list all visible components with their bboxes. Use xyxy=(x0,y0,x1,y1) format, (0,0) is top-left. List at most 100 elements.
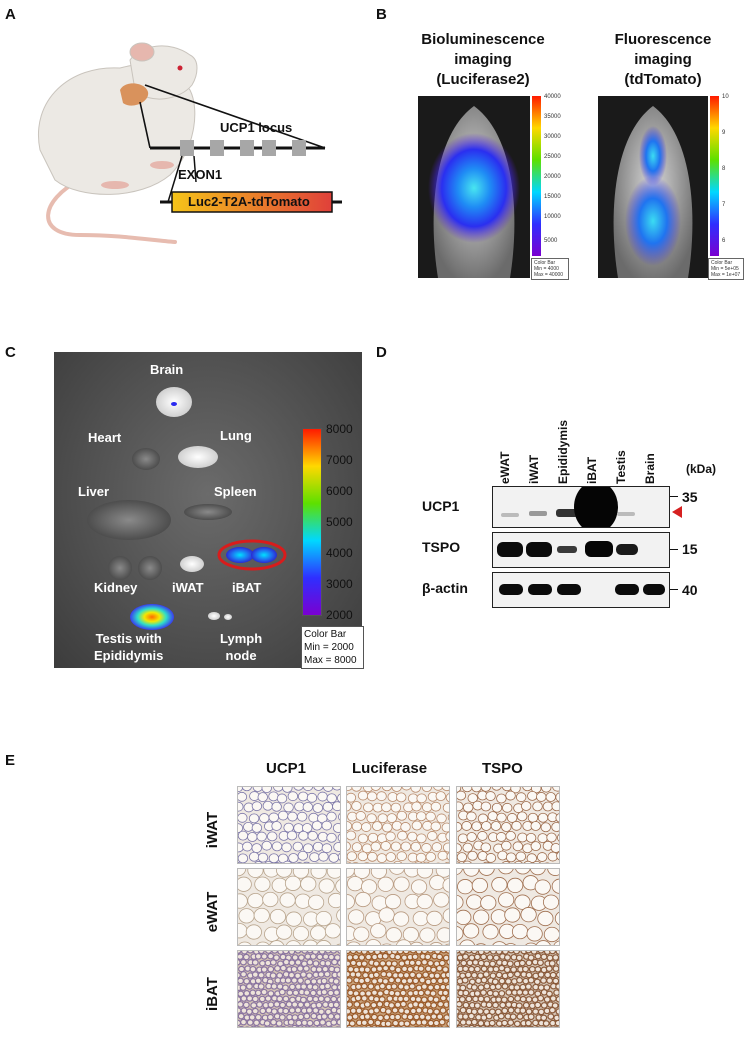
zoom-line-bottom xyxy=(139,101,151,149)
organ-svg xyxy=(87,387,287,630)
bli-legend-line: Color Bar xyxy=(534,260,556,266)
histo-cells xyxy=(457,787,559,863)
ibat-organ-1 xyxy=(226,547,254,563)
organ-label-kidney: Kidney xyxy=(94,580,138,595)
iwat-organ xyxy=(180,556,204,572)
exon-box-2 xyxy=(210,140,224,156)
histo-tile-ewat-luciferase xyxy=(346,868,450,946)
marker-tick-15 xyxy=(670,549,678,550)
panel-label-b: B xyxy=(376,6,387,23)
bli-signal xyxy=(428,133,520,243)
exon1-label: EXON1 xyxy=(178,167,223,182)
mouse-eye xyxy=(177,65,183,71)
organ-label-lung: Lung xyxy=(220,428,252,443)
blot-row-label-tspo: TSPO xyxy=(422,539,461,555)
exon-box-3 xyxy=(240,140,254,156)
fli-image xyxy=(598,96,708,278)
histo-tile-iwat-tspo xyxy=(456,786,560,864)
lane-label-ewat: eWAT xyxy=(498,451,512,484)
liver-organ xyxy=(87,500,171,540)
lane-label-testis: Testis xyxy=(614,450,628,484)
exon-box-4 xyxy=(262,140,276,156)
organ-scale-tick: 8000 xyxy=(326,422,353,436)
lymph-node-organ-1 xyxy=(208,612,220,620)
histo-cells xyxy=(238,787,340,863)
fli-title-line-2: imaging xyxy=(634,51,692,68)
blot-bands-ucp1 xyxy=(501,487,635,527)
organ-scale-tick: 4000 xyxy=(326,546,353,560)
blot-strip-ucp1 xyxy=(492,486,670,528)
bli-tick: 35000 xyxy=(544,114,561,120)
bli-title: Bioluminescence imaging (Luciferase2) xyxy=(398,30,568,90)
bli-image xyxy=(418,96,530,278)
bli-tick: 20000 xyxy=(544,174,561,180)
bli-legend-line: Max = 40000 xyxy=(534,272,564,278)
histo-row-ibat: iBAT xyxy=(204,977,221,1011)
marker-label-15: 15 xyxy=(682,541,698,557)
exon-box-1 xyxy=(180,140,194,156)
blot-strip-tspo xyxy=(492,532,670,568)
blot-bands-bactin xyxy=(499,584,665,595)
mouse-tail xyxy=(46,178,177,244)
histo-cells xyxy=(347,951,449,1027)
organ-label-iwat: iWAT xyxy=(172,580,204,595)
bli-colorbar-legend: Color Bar Min = 4000 Max = 40000 xyxy=(531,258,569,280)
kda-label: (kDa) xyxy=(686,462,717,476)
organ-label-testis: Testis with Epididymis xyxy=(94,630,163,664)
lane-label-epididymis: Epididymis xyxy=(556,419,570,484)
organ-scale-tick: 6000 xyxy=(326,484,353,498)
blot-strip-bactin xyxy=(492,572,670,608)
construct-box xyxy=(171,191,333,213)
histo-col-ucp1: UCP1 xyxy=(266,760,307,777)
exon-box-5 xyxy=(292,140,306,156)
brain-signal xyxy=(171,402,177,406)
organ-legend-line: Color Bar xyxy=(304,629,347,640)
mouse-front-foot xyxy=(150,161,174,169)
fli-colorbar-legend: Color Bar Min = 5e+05 Max = 1e+07 xyxy=(708,258,744,280)
spleen-organ xyxy=(184,504,232,520)
marker-label-35: 35 xyxy=(682,489,698,505)
organ-label-lymph-line-1: Lymph xyxy=(220,631,263,646)
organ-legend-line: Max = 8000 xyxy=(304,655,357,666)
heart-organ xyxy=(132,448,160,470)
blot-bands-tspo xyxy=(497,541,638,557)
kidney-organ-2 xyxy=(138,556,162,580)
organ-colorbar-legend: Color Bar Min = 2000 Max = 8000 xyxy=(301,626,364,669)
organ-label-brain: Brain xyxy=(150,362,184,377)
histo-tile-ewat-tspo xyxy=(456,868,560,946)
ucp1-arrowhead-icon xyxy=(672,506,682,518)
bli-legend-line: Min = 4000 xyxy=(534,266,559,272)
exon-pointer-line xyxy=(167,155,183,203)
kidney-organ-1 xyxy=(108,556,132,580)
organ-colorbar xyxy=(302,428,322,616)
organ-label-lymph: Lymph node xyxy=(220,630,262,664)
panel-label-c: C xyxy=(5,344,16,361)
mouse-hind-foot xyxy=(101,181,129,189)
ibat-organ-2 xyxy=(251,547,277,563)
fli-tick: 8 xyxy=(722,166,726,172)
bli-tick: 25000 xyxy=(544,154,561,160)
organ-scale-tick: 3000 xyxy=(326,577,353,591)
bli-tick: 40000 xyxy=(544,94,561,100)
blot-row-label-ucp1: UCP1 xyxy=(422,498,460,514)
mouse-ear xyxy=(129,42,155,62)
bli-title-line-3: (Luciferase2) xyxy=(436,71,530,88)
bli-title-line-2: imaging xyxy=(454,51,512,68)
organ-label-lymph-line-2: node xyxy=(225,648,257,663)
organ-label-spleen: Spleen xyxy=(214,484,257,499)
panel-label-a: A xyxy=(5,6,16,23)
organ-label-testis-line-2: Epididymis xyxy=(94,648,164,663)
organ-scale-tick: 5000 xyxy=(326,515,353,529)
histo-row-iwat: iWAT xyxy=(204,811,221,849)
fli-signal-lower xyxy=(625,176,681,266)
organ-label-testis-line-1: Testis with xyxy=(95,631,162,646)
bli-tick: 30000 xyxy=(544,134,561,140)
lung-organ xyxy=(178,446,218,468)
organ-label-ibat: iBAT xyxy=(232,580,262,595)
histo-cells xyxy=(347,869,449,945)
organ-legend-line: Min = 2000 xyxy=(304,642,354,653)
ucp1-locus-label: UCP1 locus xyxy=(220,120,293,135)
histo-cells xyxy=(238,869,340,945)
zoom-line-top xyxy=(144,84,326,149)
histo-tile-iwat-luciferase xyxy=(346,786,450,864)
